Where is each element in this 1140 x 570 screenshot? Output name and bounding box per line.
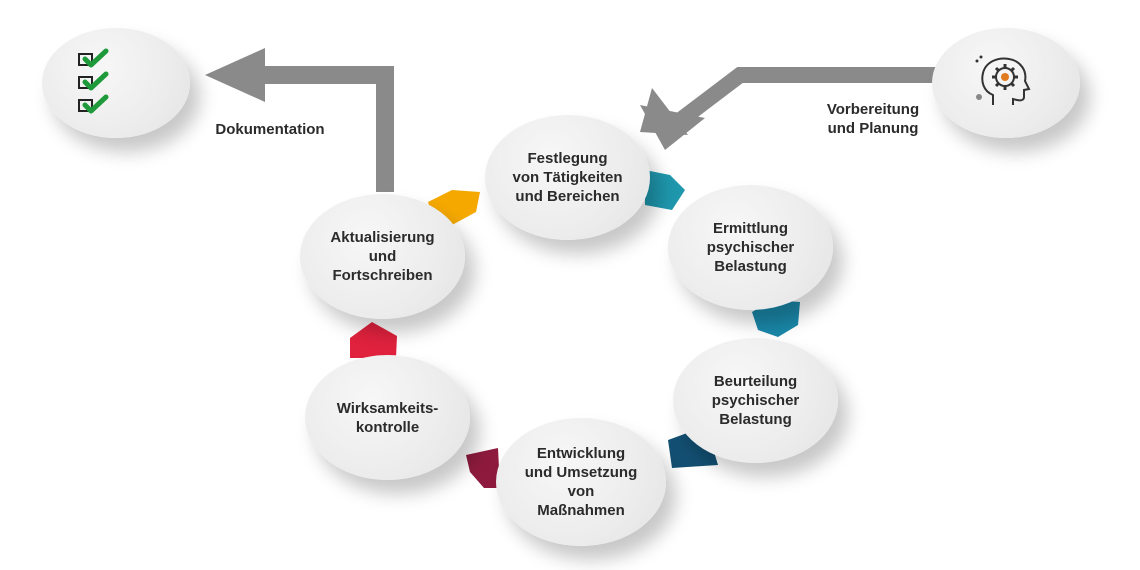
step-aktualisierung-label: Aktualisierung und Fortschreiben xyxy=(330,229,435,284)
step-wirksamkeit: Wirksamkeits- kontrolle xyxy=(305,355,470,480)
step-ermittlung-label: Ermittlung psychischer Belastung xyxy=(706,220,795,275)
end-label: Dokumentation xyxy=(215,121,325,138)
head-gear-icon xyxy=(975,55,1031,105)
connector-3-4 xyxy=(668,432,718,468)
connector-4-5 xyxy=(466,448,500,488)
end-arrow xyxy=(205,48,394,192)
step-beurteilung-label: Beurteilung psychischer Belastung xyxy=(711,373,800,428)
step-wirksamkeit-label: Wirksamkeits- kontrolle xyxy=(336,399,439,436)
step-festlegung: Festlegung von Tätigkeiten und Bereichen xyxy=(485,115,650,240)
step-entwicklung: Entwicklung und Umsetzung von Maßnahmen xyxy=(496,418,666,546)
step-aktualisierung: Aktualisierung und Fortschreiben xyxy=(300,194,465,319)
step-entwicklung-label: Entwicklung und Umsetzung von Maßnahmen xyxy=(524,445,638,519)
start-label: Vorbereitung und Planung xyxy=(826,101,920,137)
connector-2-3 xyxy=(752,300,800,337)
connector-5-6 xyxy=(350,322,397,358)
start-arrow xyxy=(640,67,940,150)
step-ermittlung: Ermittlung psychischer Belastung xyxy=(668,185,833,310)
end-circle xyxy=(42,28,190,138)
step-beurteilung: Beurteilung psychischer Belastung xyxy=(673,338,838,463)
checklist-icon xyxy=(78,48,109,114)
connector-1-2 xyxy=(645,170,685,210)
start-circle xyxy=(932,28,1080,138)
step-festlegung-label: Festlegung von Tätigkeiten und Bereichen xyxy=(512,150,623,205)
